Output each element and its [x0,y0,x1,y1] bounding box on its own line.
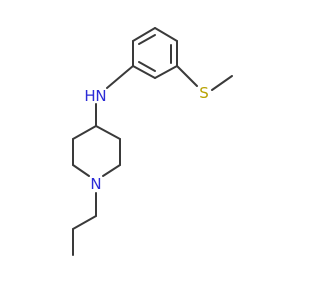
bond [132,27,156,42]
bond [176,65,198,87]
bond [154,65,178,79]
bond [102,164,121,177]
molecule-structure: H N N S [72,27,233,256]
bond [106,65,134,89]
ring-nitrogen-label: N [90,175,101,193]
double-bond [138,34,156,45]
structure-canvas: H N N S [72,27,233,256]
double-bond [138,61,156,72]
hydrogen-label: H [84,87,95,105]
bond [154,27,178,42]
amine-nitrogen-label: N [95,87,106,105]
bond [95,125,121,140]
piperidine-ring [72,125,121,177]
sulfur-label: S [199,84,209,102]
bond [132,65,156,79]
benzene-ring [132,27,178,79]
bond [72,215,97,230]
bond [72,125,97,140]
bond [211,75,233,91]
bond [72,164,90,177]
